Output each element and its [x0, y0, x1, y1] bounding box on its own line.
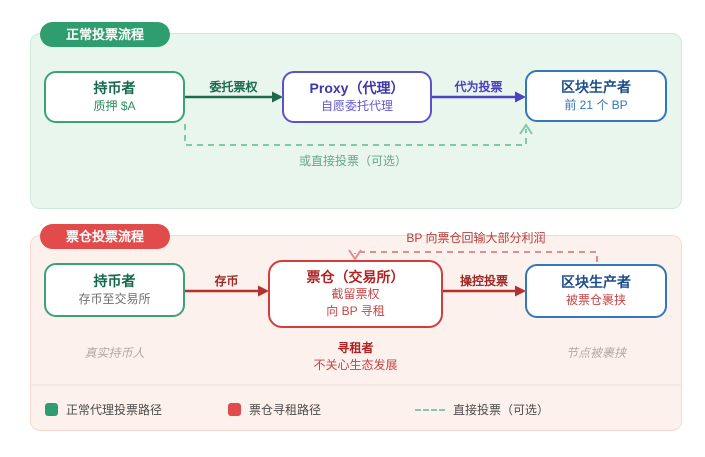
- legend-item-direct-vote: 直接投票（可选）: [415, 401, 549, 418]
- caption-coerced-node: 节点被裹挟: [565, 346, 626, 360]
- node-title: 持币者: [93, 272, 136, 289]
- node-vote-warehouse: 票仓（交易所） 截留票权 向 BP 寻租: [268, 260, 443, 328]
- red-swatch-icon: [228, 403, 241, 416]
- node-holder-top: 持币者 质押 $A: [44, 71, 185, 123]
- legend-label: 票仓寻租路径: [249, 403, 322, 417]
- dashed-line-icon: [415, 408, 445, 411]
- node-title: 票仓（交易所）: [306, 268, 405, 285]
- legend-divider: [31, 384, 681, 386]
- node-proxy: Proxy（代理） 自愿委托代理: [282, 71, 432, 123]
- legend-label: 直接投票（可选）: [453, 403, 550, 417]
- node-subtitle: 向 BP 寻租: [326, 303, 385, 318]
- node-subtitle: 被票仓裹挟: [565, 293, 626, 307]
- node-title: 区块生产者: [561, 273, 631, 290]
- caption-rent-seeker: 寻租者: [337, 341, 374, 355]
- node-block-producer-top: 区块生产者 前 21 个 BP: [525, 70, 667, 122]
- legend-label: 正常代理投票路径: [66, 403, 163, 417]
- delegate-arrow-label: 委托票权: [209, 80, 258, 94]
- legend-item-normal-path: 正常代理投票路径: [45, 401, 162, 418]
- direct-vote-label: 或直接投票（可选）: [298, 154, 407, 168]
- node-subtitle: 质押 $A: [93, 99, 136, 113]
- node-subtitle: 自愿委托代理: [320, 99, 393, 113]
- node-title: 区块生产者: [561, 78, 631, 95]
- legend-item-rent-path: 票仓寻租路径: [228, 401, 321, 418]
- node-subtitle: 存币至交易所: [78, 292, 151, 306]
- node-title: Proxy（代理）: [309, 79, 405, 96]
- node-holder-bottom: 持币者 存币至交易所: [44, 263, 185, 317]
- node-subtitle: 截留票权: [331, 287, 380, 302]
- vote-for-arrow-label: 代为投票: [454, 80, 503, 94]
- node-block-producer-bottom: 区块生产者 被票仓裹挟: [525, 264, 667, 318]
- deposit-arrow-label: 存币: [214, 274, 239, 288]
- node-subtitle: 前 21 个 BP: [564, 98, 628, 112]
- green-swatch-icon: [45, 403, 58, 416]
- normal-flow-badge: 正常投票流程: [40, 22, 170, 47]
- node-title: 持币者: [93, 79, 136, 96]
- caption-real-holder: 真实持币人: [84, 346, 145, 360]
- kickback-label: BP 向票仓回输大部分利润: [406, 231, 546, 245]
- warehouse-flow-badge: 票仓投票流程: [40, 224, 170, 249]
- manipulate-arrow-label: 操控投票: [459, 274, 508, 288]
- caption-rent-seeker-sub: 不关心生态发展: [313, 358, 398, 372]
